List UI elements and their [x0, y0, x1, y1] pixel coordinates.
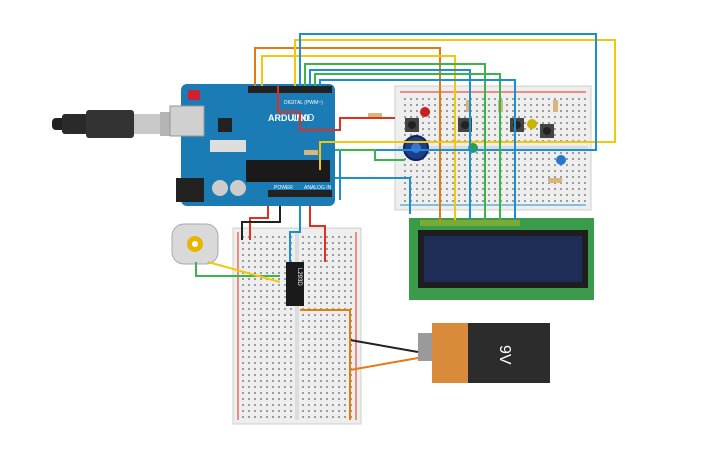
reset-button[interactable]	[188, 90, 200, 100]
motor-driver-chip: L293D	[286, 262, 304, 306]
digital-header-label: DIGITAL (PWM~)	[284, 100, 323, 106]
atmega-chip	[246, 160, 330, 182]
battery-label: 9V	[496, 345, 513, 365]
power-header-label: POWER	[274, 185, 293, 191]
breadboard-bottom	[232, 227, 362, 425]
lcd-display	[409, 218, 594, 300]
analog-header-label: ANALOG IN	[304, 185, 332, 191]
arduino-brand: ARDUINO	[268, 113, 310, 123]
pushbutton-icon[interactable]	[405, 118, 554, 138]
potentiometer-icon[interactable]	[403, 135, 429, 161]
usb-cable-icon	[52, 110, 186, 138]
wires	[195, 33, 616, 420]
arduino-model: UNO	[292, 113, 314, 124]
arduino-board: ARDUINO UNO DIGITAL (PWM~) POWER ANALOG …	[169, 84, 335, 206]
motor-driver-label: L293D	[296, 268, 302, 286]
dc-motor-icon[interactable]	[171, 223, 219, 265]
battery-icon: 9V	[418, 323, 550, 383]
